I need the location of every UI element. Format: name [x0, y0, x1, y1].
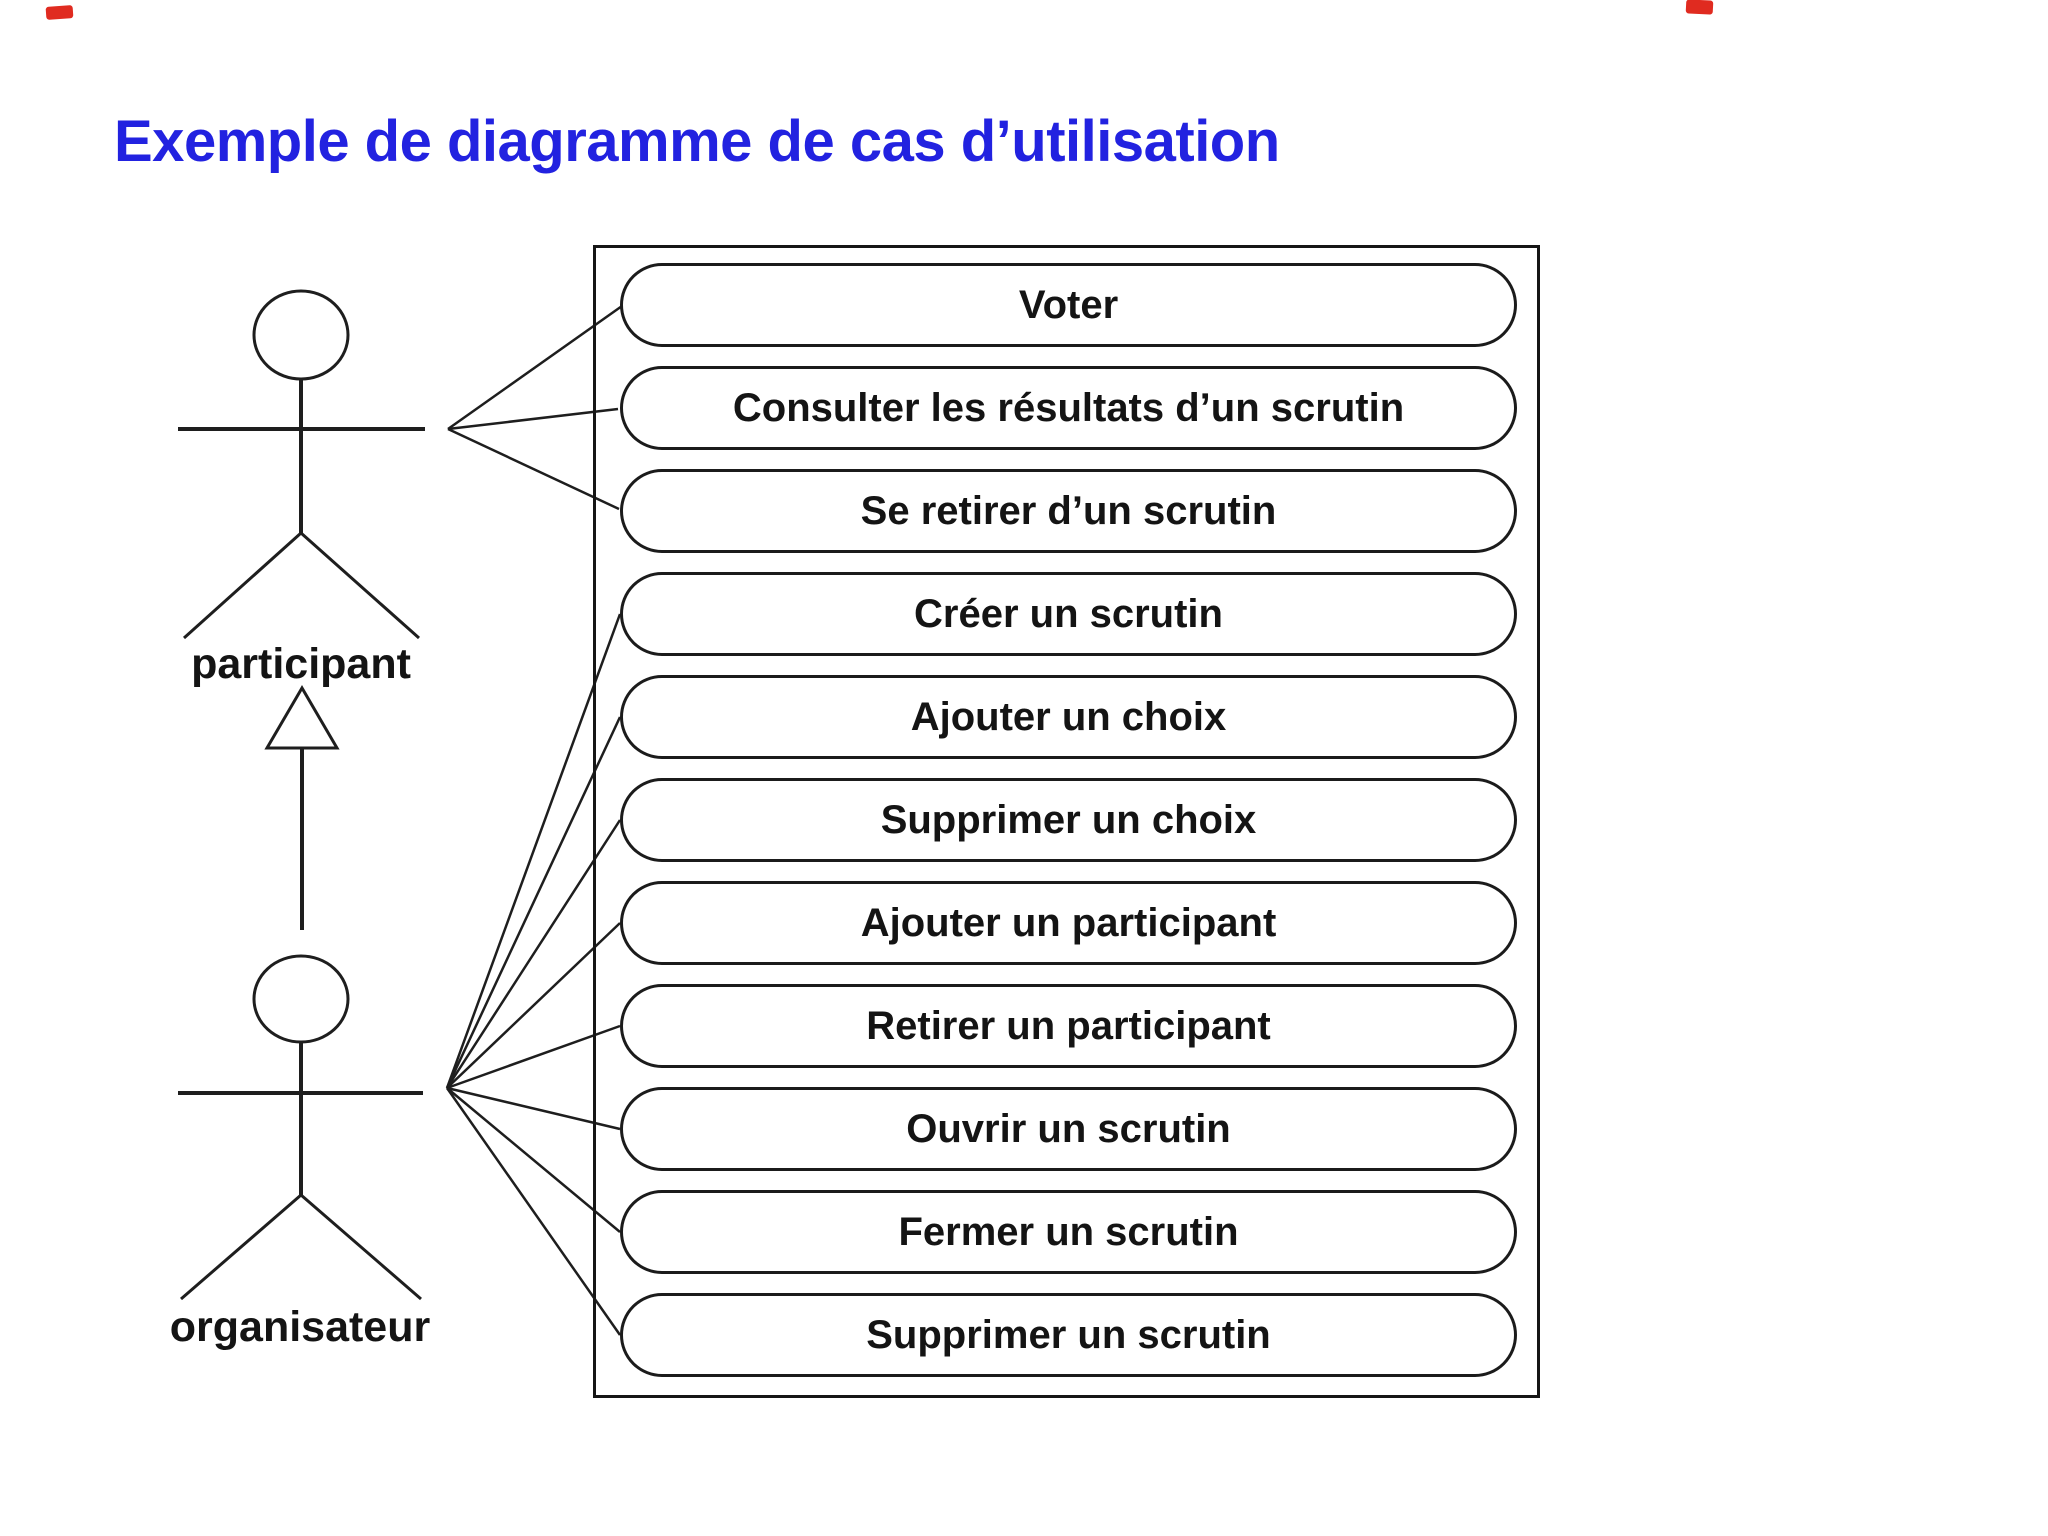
association-line	[445, 1087, 622, 1336]
use-case-ouvrir-scrutin: Ouvrir un scrutin	[620, 1087, 1517, 1171]
organisateur-actor-icon	[178, 954, 423, 1301]
association-line	[446, 1024, 621, 1090]
organisateur-associations	[445, 613, 622, 1336]
use-case-retirer-participant: Retirer un participant	[620, 984, 1517, 1068]
organisateur-leg-right	[300, 1193, 422, 1301]
association-line	[446, 922, 621, 1089]
participant-leg-right	[300, 531, 420, 640]
generalization-arrow	[264, 685, 340, 930]
association-line	[446, 1087, 621, 1233]
participant-leg-left	[182, 531, 303, 640]
participant-actor-icon	[178, 289, 425, 640]
association-line	[447, 407, 619, 431]
use-case-fermer-scrutin: Fermer un scrutin	[620, 1190, 1517, 1274]
actor-label-participant: participant	[191, 640, 411, 688]
use-case-creer-scrutin: Créer un scrutin	[620, 572, 1517, 656]
use-case-voter: Voter	[620, 263, 1517, 347]
organisateur-leg-left	[180, 1193, 302, 1301]
page-title: Exemple de diagramme de cas d’utilisatio…	[114, 109, 1280, 174]
use-case-supprimer-scrutin: Supprimer un scrutin	[620, 1293, 1517, 1377]
participant-head	[252, 289, 350, 381]
association-line	[446, 1086, 621, 1131]
association-line	[445, 819, 622, 1089]
generalization-arrowhead-icon	[264, 685, 340, 750]
association-line	[445, 613, 622, 1089]
association-line	[445, 716, 622, 1089]
use-case-se-retirer: Se retirer d’un scrutin	[620, 469, 1517, 553]
actor-label-organisateur: organisateur	[169, 1303, 431, 1351]
association-line	[447, 427, 620, 511]
use-case-supprimer-choix: Supprimer un choix	[620, 778, 1517, 862]
organisateur-head	[252, 954, 350, 1044]
use-case-ajouter-participant: Ajouter un participant	[620, 881, 1517, 965]
system-boundary-box	[593, 245, 1540, 1398]
use-case-ajouter-choix: Ajouter un choix	[620, 675, 1517, 759]
use-case-consulter-resultats: Consulter les résultats d’un scrutin	[620, 366, 1517, 450]
